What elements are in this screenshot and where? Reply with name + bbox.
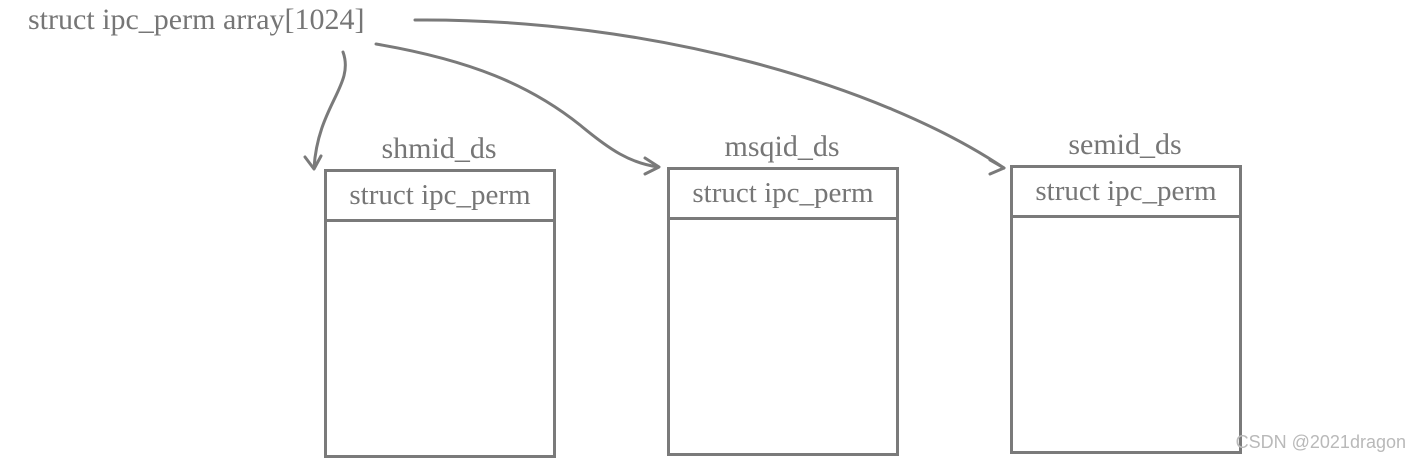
field-ipc-perm-shmid-ds: struct ipc_perm (327, 172, 553, 222)
arrow-to-semid-ds (413, 18, 1006, 176)
struct-title-msqid-ds: msqid_ds (724, 130, 840, 163)
struct-box-shmid-ds: struct ipc_perm (324, 169, 556, 458)
ipc-perm-array-label: struct ipc_perm array[1024] (28, 3, 365, 36)
arrow-to-msqid-ds (374, 42, 661, 176)
struct-title-semid-ds: semid_ds (1068, 128, 1182, 161)
arrow-to-shmid-ds (303, 50, 347, 171)
struct-box-semid-ds: struct ipc_perm (1010, 165, 1242, 454)
field-ipc-perm-msqid-ds: struct ipc_perm (670, 170, 896, 220)
watermark: CSDN @2021dragon (1235, 432, 1406, 452)
struct-box-msqid-ds: struct ipc_perm (667, 167, 899, 456)
struct-title-shmid-ds: shmid_ds (381, 132, 497, 165)
field-ipc-perm-semid-ds: struct ipc_perm (1013, 168, 1239, 218)
